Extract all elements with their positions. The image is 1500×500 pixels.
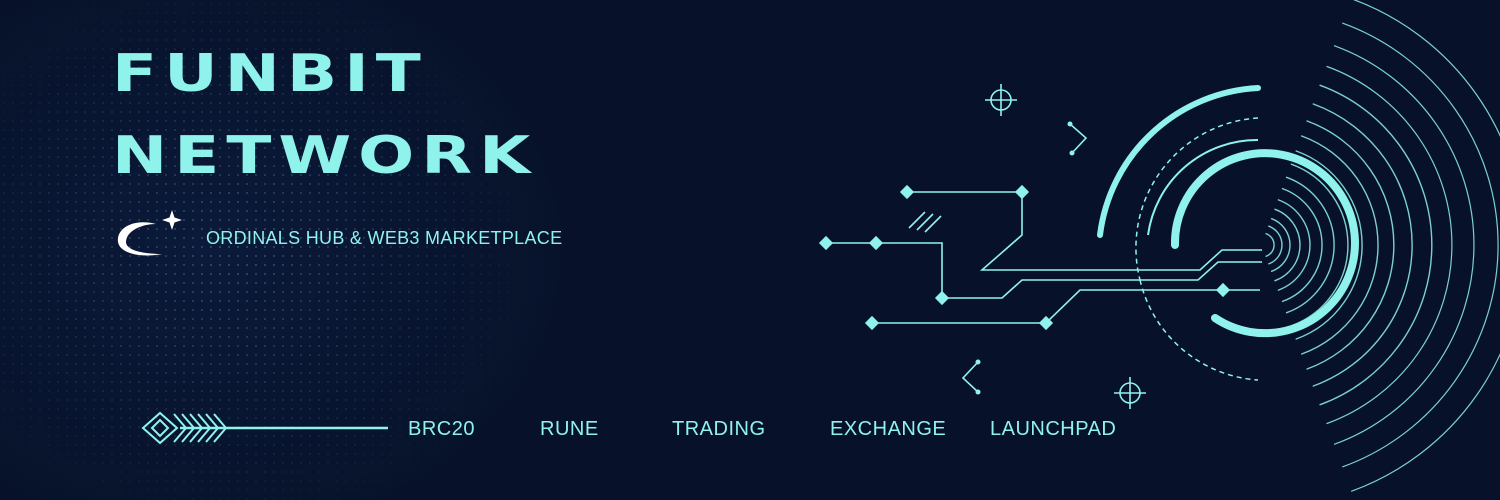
orbit-star-icon [117,210,182,256]
title-funbit: FUNBIT [112,43,428,104]
title-network: NETWORK [112,125,538,186]
nav-item-trading[interactable]: TRADING [672,418,766,440]
arrow-icon [141,411,388,445]
nav-item-rune[interactable]: RUNE [540,418,599,440]
nav-item-launchpad[interactable]: LAUNCHPAD [990,418,1117,440]
dot-pattern [3,3,536,500]
outer-arc [1097,85,1261,238]
dashed-arc-lower [1139,279,1259,381]
inner-arc [1170,149,1359,338]
dashed-arc [1135,117,1259,281]
nav-item-brc20[interactable]: BRC20 [408,418,475,440]
tagline: ORDINALS HUB & WEB3 MARKETPLACE [206,228,563,248]
nav-item-exchange[interactable]: EXCHANGE [830,418,947,440]
